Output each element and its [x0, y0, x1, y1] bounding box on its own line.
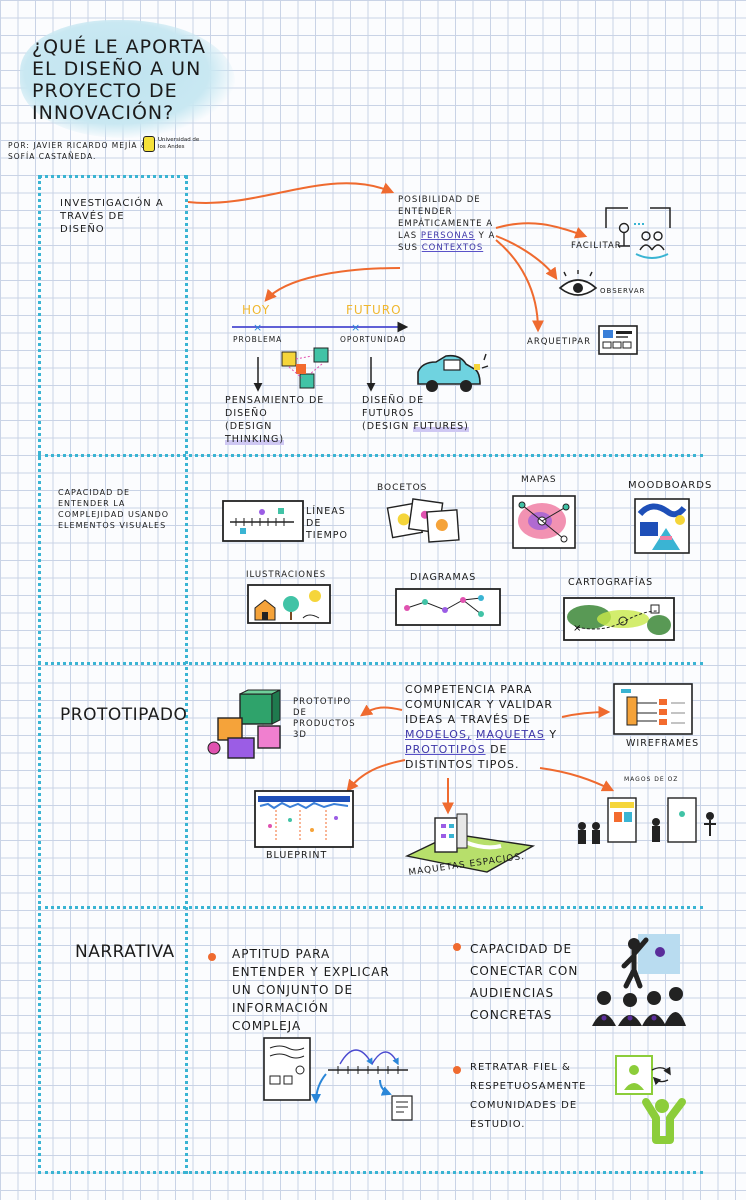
svg-text:×: × — [351, 321, 360, 334]
frame-inner-line — [185, 176, 188, 1174]
personas-word: personas — [420, 231, 475, 241]
hoy-label: HOY — [242, 303, 271, 317]
archetype-card-icon — [598, 325, 638, 355]
blueprint-icon — [254, 790, 354, 848]
moodboard-icon — [634, 498, 690, 554]
map-icon — [512, 495, 576, 549]
arrow-to-magos — [539, 767, 615, 792]
facilitar-label: Facilitar — [571, 241, 622, 251]
frame-top-line — [38, 175, 188, 178]
frame-left-line — [38, 176, 41, 1174]
arrow-to-hoy-futuro — [264, 267, 401, 302]
section-heading-prototipado: Prototipado — [60, 705, 188, 725]
wireframe-icon — [613, 683, 693, 735]
car-icon — [417, 353, 489, 392]
empatia-text: Posibilidad de entender empáticamente a … — [398, 194, 508, 254]
arrow-to-productos — [360, 704, 403, 717]
portrait-icon — [615, 1055, 686, 1144]
design-futures-b: Futures) — [413, 421, 469, 432]
divider-1 — [38, 454, 703, 457]
wizard-of-oz-icon — [578, 797, 716, 844]
section-heading-narrativa: Narrativa — [75, 942, 175, 962]
eye-icon — [558, 270, 598, 296]
lineas-label: Líneas de tiempo — [306, 506, 349, 541]
diagram-icon — [395, 588, 501, 626]
pensamiento-label: Pensamiento de diseño — [225, 395, 325, 419]
divider-bottom — [38, 1171, 703, 1174]
pensamiento-diseno: Pensamiento de diseño (Design Thinking) — [225, 394, 335, 446]
3d-blocks-icon — [207, 689, 281, 759]
sticky-notes-icon — [281, 347, 329, 389]
blueprint-label: Blueprint — [266, 850, 328, 861]
productos-label: Prototipo de productos 3D — [293, 697, 356, 740]
design-futures-a: (Design — [362, 421, 410, 432]
design-thinking-a: (Design — [225, 421, 273, 432]
prototipado-text-a: Competencia para comunicar y validar ide… — [405, 683, 554, 726]
prototipos-word: prototipos — [405, 743, 486, 756]
y-word: y — [549, 728, 558, 741]
information-icon — [263, 1037, 413, 1121]
futuro-label: FUTURO — [346, 303, 402, 317]
facilitar-icon — [605, 207, 671, 259]
maqueta-espacios-icon — [404, 813, 536, 873]
modelos-word: modelos, — [405, 728, 472, 741]
diagramas-label: Diagramas — [410, 572, 477, 583]
section-heading-capacidad: Capacidad de entender la complejidad usa… — [58, 488, 170, 530]
diseno-futuros: Diseño de futuros (Design Futures) — [362, 394, 472, 433]
page-title: ¿Qué le aporta el diseño a un proyecto d… — [32, 36, 206, 124]
bocetos-label: Bocetos — [377, 483, 428, 493]
oportunidad-label: Oportunidad — [340, 335, 407, 344]
arrow-to-arquetipar — [495, 239, 544, 333]
empatia-text-b: y a sus — [398, 231, 496, 253]
arrow-to-wireframes — [561, 706, 611, 719]
svg-text:×: × — [253, 321, 262, 334]
wireframes-label: Wireframes — [626, 738, 700, 749]
ilustraciones-label: Ilustraciones — [246, 570, 327, 580]
sketches-icon — [386, 498, 460, 543]
bullet-2-text: Capacidad de conectar con audiencias con… — [470, 942, 579, 1022]
university-logo-icon — [143, 136, 155, 152]
divider-3 — [38, 906, 703, 909]
svg-text:×: × — [573, 623, 581, 634]
bullet-3-dot — [453, 1066, 461, 1074]
empatia-text-a: Posibilidad de entender empáticamente a … — [398, 195, 494, 241]
cartography-icon: × — [563, 597, 675, 641]
arrow-to-facilitar — [495, 222, 588, 239]
bullet-1-dot — [208, 953, 216, 961]
arrow-to-observar — [495, 235, 558, 280]
university-name: Universidad de los Andes — [158, 137, 200, 150]
arrow-to-blueprint — [346, 759, 406, 792]
prototipado-text-b: de distintos tipos. — [405, 743, 520, 771]
mapas-label: Mapas — [521, 475, 557, 485]
bullet-2-dot — [453, 943, 461, 951]
divider-2 — [38, 662, 703, 665]
diseno-futuros-label: Diseño de futuros — [362, 395, 425, 419]
maquetas-word: maquetas — [475, 728, 545, 741]
observar-label: Observar — [600, 287, 646, 295]
authors: Por: Javier Ricardo Mejía & Sofía Castañ… — [8, 141, 148, 161]
section-heading-investigacion: Investigación a través de diseño — [60, 198, 164, 235]
magos-label: Magos de Oz — [624, 776, 679, 783]
problema-label: Problema — [233, 335, 283, 344]
illustration-icon — [247, 584, 331, 624]
arrow-investigacion-to-empatia — [187, 182, 395, 204]
title-background-blob — [20, 20, 235, 138]
timeline-card-icon — [222, 500, 304, 542]
audience-icon — [592, 934, 686, 1026]
arquetipar-label: Arquetipar — [527, 337, 592, 347]
moodboards-label: Moodboards — [628, 480, 713, 491]
bullet-1-text: Aptitud para entender y explicar un conj… — [232, 947, 390, 1033]
design-thinking-b: Thinking) — [225, 434, 285, 445]
contextos-word: contextos — [421, 243, 484, 253]
prototipado-text: Competencia para comunicar y validar ide… — [405, 682, 560, 772]
bullet-3-text: Retratar fiel & respetuosamente comunida… — [470, 1062, 587, 1130]
cartografias-label: Cartografías — [568, 577, 654, 588]
